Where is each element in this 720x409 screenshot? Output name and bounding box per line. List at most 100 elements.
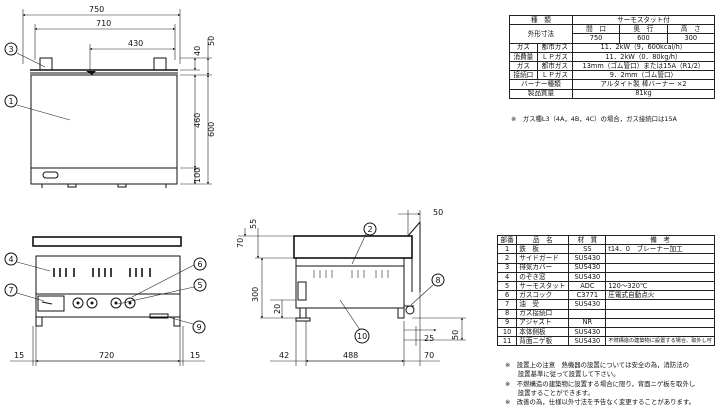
dim-back-margin: 70 (424, 351, 434, 360)
spec-gas-label: ＬＰガス (536, 70, 573, 81)
parts-note-line: 設置基準に従って設置して下さい。 (505, 370, 620, 379)
part-remarks (605, 262, 715, 273)
parts-header-name: 品 名 (516, 234, 570, 246)
front-view: 750 710 430 3 1 (4, 5, 216, 188)
part-no: 2 (496, 253, 518, 264)
part-material: C3771 (568, 290, 607, 301)
spec-burner-row: バーナー種類 アルタイト製 棒バーナー ×2 (509, 79, 716, 90)
spec-burner-value: アルタイト製 棒バーナー ×2 (571, 79, 716, 90)
spec-gas-label: 都市ガス (536, 42, 573, 53)
parts-header-remarks: 備 考 (605, 234, 715, 246)
spec-weight-label: 製品質量 (509, 88, 573, 99)
part-no: 8 (496, 308, 518, 319)
spec-gas-value: 9．2mm（ゴム管口） (571, 70, 716, 81)
part-no: 7 (496, 299, 518, 310)
part-name: 背面ニゲ板 (516, 336, 570, 347)
part-no: 10 (496, 326, 518, 338)
callout-7: 7 (9, 286, 14, 295)
part-remarks (605, 299, 715, 310)
spec-note: ※ ガス種L3（4A，4B，4C）の場合，ガス接続口は15A (511, 115, 677, 123)
part-material: SUS430 (568, 299, 607, 310)
spec-gas-row: ガス 都市ガス 11．2kW（9，600kcal/h） (509, 42, 716, 53)
vent-slots (53, 268, 151, 277)
callout-5: 5 (198, 281, 203, 290)
spec-gas-value: 11．2kW（9，600kcal/h） (571, 42, 716, 53)
spec-type-value: サーモスタット付 (571, 14, 716, 26)
parts-notes: ※ 設置上の注意 熱機器の設置については安全の為，消防法の 設置基準に従って設置… (505, 361, 717, 407)
part-no: 9 (496, 317, 518, 328)
spec-gas-group: 接続口 (509, 70, 538, 81)
spec-gas-group: 消費量 (509, 51, 538, 62)
dim-guard-height: 40 (193, 46, 202, 56)
part-material: SUS430 (568, 253, 607, 264)
part-remarks: t14．0 ブレーナー加工 (605, 244, 715, 255)
part-material: SS (568, 244, 607, 255)
part-name: アジャスト (516, 317, 570, 328)
part-material: SUS430 (568, 262, 607, 273)
dim-top-height: 70 (236, 238, 245, 248)
side-vent-slots (313, 270, 389, 278)
part-remarks (605, 317, 715, 328)
part-remarks: 圧電式自動点火 (605, 290, 715, 301)
spec-size-head-width: 間 口 (571, 24, 621, 35)
spec-gas-value: 11．2kW（0．80kg/h） (571, 51, 716, 62)
spec-table: 種 類 サーモスタット付 外形寸法 間 口 奥 行 高 さ 750 600 30… (509, 14, 716, 99)
spec-gas-row: ガス 都市ガス 13mm（ゴム管口）または15A（R1/2） (509, 60, 716, 72)
parts-header-row: 部番 品 名 材 質 備 考 (496, 234, 715, 246)
part-name: 油 受 (516, 299, 570, 310)
dim-right-top: 50 (433, 208, 443, 217)
spec-size-label: 外形寸法 (509, 24, 573, 44)
part-remarks: 120～320℃ (605, 280, 715, 292)
dim-overall-width: 750 (89, 5, 104, 14)
dim-gap: 20 (273, 304, 282, 314)
spec-size-value-row: 750 600 300 (510, 33, 716, 44)
dim-inner-width: 710 (96, 19, 111, 28)
parts-note-line: ※ 改善の為，仕様以外寸法を予告なく変更することがあります。 (505, 398, 696, 407)
part-no: 4 (496, 271, 518, 282)
part-remarks (605, 271, 715, 282)
parts-note-line: ※ 設置上の注意 熱機器の設置については安全の為，消防法の (505, 361, 689, 369)
spec-size-height: 300 (666, 33, 716, 44)
spec-weight-value: 81kg (571, 88, 716, 99)
callout-6: 6 (198, 260, 203, 269)
spec-size-head-row: 外形寸法 間 口 奥 行 高 さ (509, 24, 716, 44)
callout-9: 9 (197, 323, 202, 332)
dim-foot-height: 50 (451, 330, 460, 340)
dim-left-margin: 15 (14, 351, 24, 360)
part-name: 鉄 板 (516, 244, 570, 255)
part-material: SUS430 (568, 271, 607, 282)
callout-1: 1 (9, 97, 14, 106)
spec-size-depth: 600 (619, 33, 668, 44)
part-material: SUS430 (568, 326, 607, 338)
dim-total-height: 600 (207, 122, 216, 137)
part-material: NR (568, 317, 607, 328)
dim-top-offset: 55 (249, 219, 258, 229)
part-remarks: 不燃構造の建築物に設置する場合、取外し可 (605, 336, 715, 347)
dim-right-margin: 15 (190, 351, 200, 360)
part-material: ADC (568, 280, 607, 292)
part-no: 6 (496, 290, 518, 301)
spec-burner-label: バーナー種類 (509, 79, 573, 90)
dim-body-height: 460 (193, 113, 202, 128)
part-no: 5 (496, 280, 518, 292)
dim-guard-top: 50 (207, 36, 216, 46)
parts-note-line: 設置することができます。 (505, 388, 594, 397)
parts-note-line: ※ 不燃構造の建築物に設置する場合に限り，背面ニゲ板を取外し (505, 379, 696, 388)
spec-header-row: 種 類 サーモスタット付 (509, 14, 716, 26)
spec-size-width: 750 (571, 33, 621, 44)
callout-3: 3 (9, 45, 14, 54)
part-material: SUS430 (568, 336, 607, 347)
dim-gauge-offset: 430 (128, 39, 143, 48)
technical-drawing: 750 710 430 3 1 (4, 5, 466, 366)
part-remarks (605, 253, 715, 264)
part-remarks (605, 308, 715, 319)
parts-header-no: 部番 (496, 234, 518, 246)
part-name: ガス接続口 (516, 308, 570, 319)
